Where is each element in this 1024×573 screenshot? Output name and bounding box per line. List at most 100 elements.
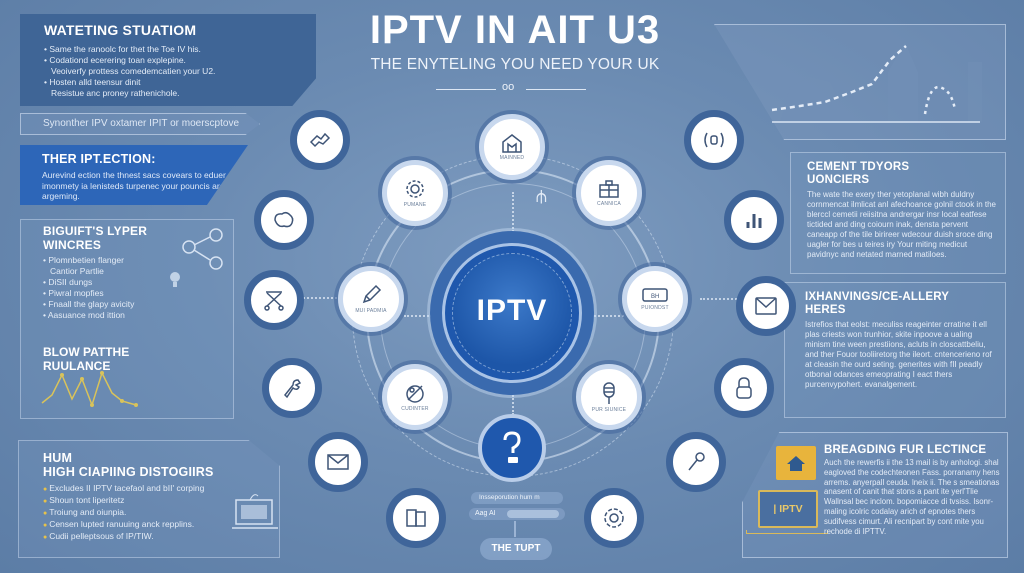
list-item: Aasuance mod ittion [43,310,233,321]
laptop-icon [232,494,278,529]
the-tupt-button[interactable]: THE TUPT [480,538,552,560]
connector [300,297,340,299]
bar-chart-icon [746,214,762,228]
node-caption: PUIONDST [641,305,669,311]
list-item: Veoiverfy prottess comedemcatien your U2… [51,66,216,76]
panel-body: Istrefios that eolst: meculiss reageinte… [805,320,992,389]
list-item: DiSII dungs [43,277,233,288]
title-line: IXHANVINGS/CE-ALLERY [805,291,950,303]
gear-icon [406,180,424,198]
laptop-base [746,530,828,534]
brain-icon [274,211,294,228]
list-item: Cantior Partlie [50,266,104,276]
icon-node-lock[interactable] [714,358,774,418]
page-subtitle: THE ENYTELING YOU NEED YOUR UK [370,56,660,73]
hub-node-gear[interactable]: PUMANE [382,160,448,226]
icon-node-mail[interactable] [308,432,368,492]
hub-node-card[interactable]: BH PUIONDST [622,266,688,332]
microphone-icon [688,452,705,471]
search-suggestion[interactable]: Insseporution hum m [471,492,563,504]
node-caption: CUDINTER [401,406,429,412]
connector [700,298,740,300]
title-line: UONCIERS [807,174,870,186]
icon-node-envelope[interactable] [736,276,796,336]
input-fill [507,510,559,518]
list-item: Censen lupted ranuuing anck repplins. [43,519,279,531]
hub-node-dish[interactable]: CUDINTER [382,364,448,430]
title-line: HUM [43,451,73,465]
panel-title: IXHANVINGS/CE-ALLERY HERES [805,291,1005,317]
panel-body: The wate the exery ther yetoplanal wibh … [807,190,996,259]
broadcast-icon [704,132,724,148]
panel-title: WATETING STUATIOM [44,22,197,38]
help-button[interactable] [478,414,546,482]
branding-text: BREAGDING FUR LECTINCE Auch the rewerfis… [824,444,1006,536]
title-line: HERES [805,304,846,316]
list-item: Shoun tont liperitetz [43,495,279,507]
bullet-list: Same the ranoolc for thet the Toe IV his… [44,44,316,99]
list-item: Piwral mopfies [43,288,233,299]
card-icon: BH [642,288,668,302]
title-divider: oo [436,81,586,94]
icon-node-bar-chart[interactable] [724,190,784,250]
hub-node-mic-stand[interactable]: PUR SIUNICE [576,364,642,430]
node-caption: PUMANE [403,202,427,208]
skyline-trend-chart [771,42,982,123]
bullet-list: Excludes II IPTV tacefaol and bII' corpi… [43,483,279,543]
node-caption: PUR SIUNICE [591,407,627,413]
synonther-link-pill[interactable]: Synonther IPV oxtamer IPIT or moerscptov… [20,113,260,135]
hub-node-home[interactable]: MAINNED [479,114,545,180]
node-caption: CANNICA [597,201,621,207]
page-title: IPTV IN AIT U3 [369,8,661,52]
panel-title: THER IPT.ECTION: [42,152,156,166]
svg-text:BH: BH [651,294,659,300]
icon-node-handshake[interactable] [290,110,350,170]
icon-node-broadcast[interactable] [684,110,744,170]
panel-body: Aurevind ection the thnest sacs covears … [42,170,245,201]
icon-node-documents[interactable] [386,488,446,548]
title-line: CEMENT TDYORS [807,161,910,173]
panel-title: BIGUIFT'S LYPER WINCRES [43,224,233,252]
list-item: Fnaall the glapy avicity [43,299,233,310]
panel-title: HUM HIGH CIAPIING DISTOGIIRS [43,451,279,479]
hub-inner [452,253,572,373]
documents-icon [406,509,426,527]
node-caption: MAINNED [499,155,525,161]
panel-customer-services: CEMENT TDYORS UONCIERS The wate the exer… [790,152,1006,274]
home-icon [502,134,522,153]
panel-exchanges: IXHANVINGS/CE-ALLERY HERES Istrefios tha… [784,282,1006,418]
connector [512,192,514,232]
title-line: HIGH CIAPIING DISTOGIIRS [43,465,214,479]
title-line: BIGUIFT'S LYPER [43,224,148,238]
connector [594,315,624,317]
bullet-list: Plomnbetien flanger Cantior Partlie DiSI… [43,255,233,321]
node-caption: MUI PADMIA [355,308,387,314]
panel-watching-situation: WATETING STUATIOM Same the ranoolc for t… [20,14,316,106]
list-item: Resistue anc proney rathenichole. [51,88,180,98]
settings-icon [604,508,624,528]
divider-glyph: oo [502,81,515,93]
iptv-screen: | IPTV [758,490,818,528]
pen-icon [362,284,382,304]
icon-node-tool[interactable] [262,358,322,418]
hub-label[interactable]: IPTV [476,294,548,327]
share-icon [182,228,223,270]
icon-node-settings[interactable] [584,488,644,548]
anchor-glyph: ⫛ [536,186,547,206]
home-badge [776,446,816,480]
panel-title: BREAGDING FUR LECTINCE [824,444,987,456]
icon-node-microphone[interactable] [666,432,726,492]
icon-node-brain[interactable] [254,190,314,250]
microphone-stand-icon [603,382,615,404]
sparkline-chart [41,371,138,408]
search-input[interactable]: Aag AI [469,508,565,520]
panel-high-capping: HUM HIGH CIAPIING DISTOGIIRS Excludes II… [18,440,280,558]
hub-node-briefcase[interactable]: CANNICA [576,160,642,226]
lock-icon [736,377,752,399]
mail-icon [327,454,349,470]
hub-node-pen[interactable]: MUI PADMIA [338,266,404,332]
panel-title: CEMENT TDYORS UONCIERS [807,161,1005,187]
list-item: Cudii pelleptsous of IP/TIW. [43,531,279,543]
icon-node-stroller[interactable] [244,270,304,330]
list-item: Same the ranoolc for thet the Toe IV his… [44,44,316,55]
